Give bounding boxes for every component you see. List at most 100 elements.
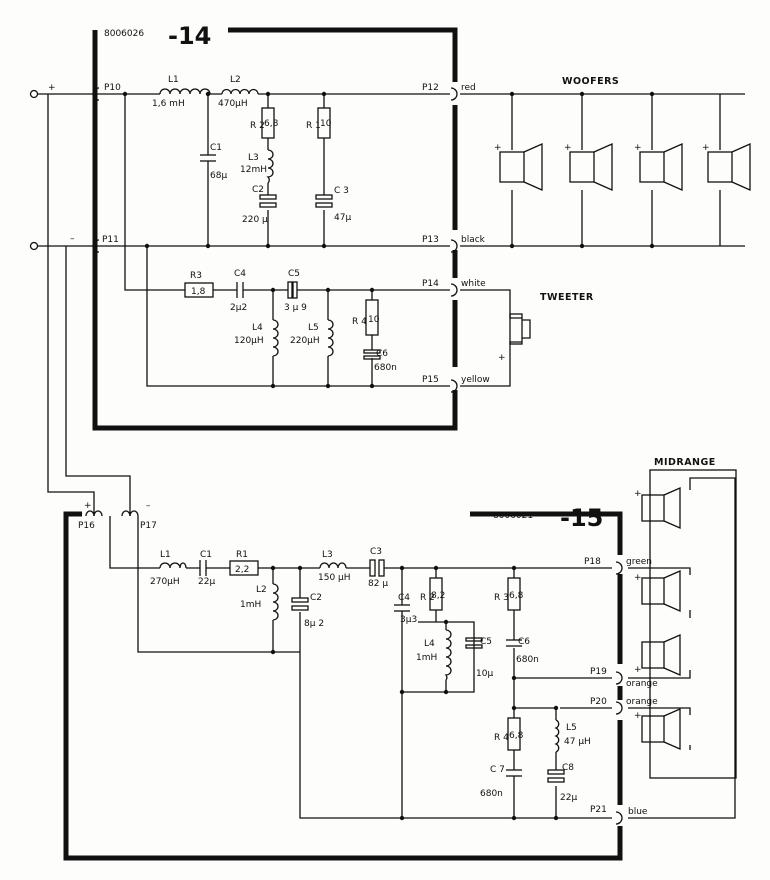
pin-p11-label: P11 [102, 235, 119, 245]
r2-value: 6,8 [264, 119, 279, 129]
l1-label: L1 [168, 75, 179, 85]
pin-p18-label: P18 [584, 557, 601, 567]
woofer-speaker-icon: + [702, 142, 751, 192]
midrange-speaker-icon: + [634, 487, 681, 529]
midrange-group: MIDRANGE + + + + [634, 457, 737, 779]
board-14: 8006026 -14 [92, 22, 458, 431]
svg-text:+: + [634, 665, 642, 675]
inductor-l5 [327, 319, 334, 357]
capacitor-c1 [200, 154, 216, 170]
capacitor-c7 [506, 769, 522, 777]
svg-text:+: + [494, 143, 502, 153]
input-plus-terminal [29, 89, 39, 99]
l3-value: 150 μH [318, 573, 351, 583]
c5-label: C5 [288, 269, 300, 279]
connector-p10 [92, 87, 100, 101]
r1-value: 2,2 [235, 565, 249, 575]
c3-value: 82 μ [368, 579, 388, 589]
r1-label: R1 [236, 550, 248, 560]
inductor-l1 [159, 562, 187, 569]
svg-text:+: + [498, 353, 506, 363]
wire-blue-label: blue [628, 807, 648, 817]
c2-value: 220 μ [242, 215, 268, 225]
connector-p12 [450, 87, 458, 101]
l1-label: L1 [160, 550, 171, 560]
board-14-wiring [38, 91, 745, 516]
c6-value: 680n [374, 363, 397, 373]
inductor-l2 [221, 88, 259, 95]
c4-value: 3μ3 [400, 615, 417, 625]
svg-text:+: + [634, 489, 642, 499]
woofer-speaker-icon: + [634, 142, 683, 192]
board-15-code: 8006021 [493, 511, 533, 521]
resistor-r4 [365, 299, 379, 336]
woofer-speaker-icon: + [564, 142, 613, 192]
tweeter-group: TWEETER + [498, 292, 594, 363]
board-14-connectors: P10 P11 P12 red P13 black P14 white P15 … [92, 83, 490, 393]
woofer-speaker-icon: + [494, 142, 543, 192]
pin-p21-label: P21 [590, 805, 607, 815]
resistor-r2 [429, 577, 443, 611]
l5-value: 220μH [290, 336, 320, 346]
p17-minus-sign: – [146, 501, 151, 511]
board-14-code: 8006026 [104, 29, 144, 39]
pin-p20-label: P20 [590, 697, 607, 707]
board-15-outline [63, 511, 623, 861]
r1-label: R 1 [306, 121, 321, 131]
pin-p10-label: P10 [104, 83, 121, 93]
inductor-l2 [272, 583, 279, 621]
pin-p14-label: P14 [422, 279, 439, 289]
r3-label: R3 [190, 271, 202, 281]
pin-p12-label: P12 [422, 83, 439, 93]
wire-orange-label: orange [626, 697, 658, 707]
l1-value: 1,6 mH [152, 99, 185, 109]
resistor-r2 [261, 107, 275, 139]
tweeter-label: TWEETER [540, 292, 594, 303]
resistor-r4 [507, 717, 521, 751]
capacitor-c3 [369, 559, 385, 577]
wire-white-label: white [461, 279, 486, 289]
r2-label: R 2 [250, 121, 265, 131]
r2-value: 8,2 [431, 591, 445, 601]
capacitor-c6 [363, 349, 381, 360]
inductor-l5 [554, 719, 560, 753]
c1-label: C1 [200, 550, 212, 560]
l4-value: 1mH [416, 653, 437, 663]
c7-value: 680n [480, 789, 503, 799]
capacitor-c2 [259, 194, 277, 208]
board-14-outline [92, 27, 458, 431]
inductor-l4 [444, 629, 452, 681]
capacitor-c3 [315, 194, 333, 208]
c6-label: C6 [518, 637, 530, 647]
svg-text:+: + [634, 143, 642, 153]
capacitor-c1 [199, 560, 207, 576]
c3-value: 47μ [334, 213, 351, 223]
board-14-components: L1 1,6 mH L2 470μH C1 68μ 6,8 R 2 L3 12m… [152, 75, 397, 373]
c5-value: 3 μ 9 [284, 303, 307, 313]
wire-red-label: red [461, 83, 476, 93]
svg-text:+: + [702, 143, 710, 153]
midrange-enclosure [649, 469, 737, 779]
l5-label: L5 [566, 723, 577, 733]
l2-value: 470μH [218, 99, 248, 109]
connector-p19 [615, 671, 623, 685]
svg-text:+: + [634, 711, 642, 721]
capacitor-c6 [506, 639, 522, 647]
svg-text:+: + [564, 143, 572, 153]
inductor-l3 [319, 562, 347, 569]
l4-label: L4 [424, 639, 435, 649]
capacitor-c5 [465, 637, 483, 649]
r4-value: 6,8 [509, 731, 524, 741]
c2-label: C2 [252, 185, 264, 195]
connector-p15 [450, 379, 458, 393]
connector-p14 [450, 283, 458, 297]
resistor-r3 [184, 282, 214, 298]
connector-p11 [92, 239, 100, 253]
connector-p20 [615, 701, 623, 715]
board-15: 8006021 -15 [63, 504, 623, 861]
c4-label: C4 [234, 269, 246, 279]
l3-label: L3 [322, 550, 333, 560]
board-14-number: -14 [168, 22, 211, 50]
svg-text:+: + [634, 573, 642, 583]
